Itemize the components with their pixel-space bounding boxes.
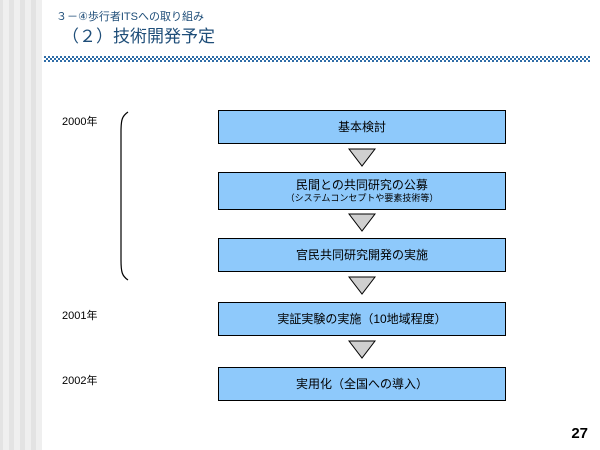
stripe-2: [14, 0, 20, 450]
down-triangle-arrow-4-icon: [348, 340, 376, 359]
page-number: 27: [571, 425, 588, 442]
down-triangle-arrow-1-icon: [348, 148, 376, 167]
header-block: ３－④歩行者ITSへの取り組み （２）技術開発予定: [44, 10, 592, 49]
stripe-4: [36, 0, 42, 450]
flow-step-4[interactable]: 実証実験の実施（10地域程度）: [218, 302, 506, 336]
down-triangle-arrow-3-icon: [348, 276, 376, 295]
flow-step-1-line1: 基本検討: [337, 119, 386, 134]
flow-step-2-line1: 民間との共同研究の公募: [296, 178, 428, 192]
flow-step-5-line1: 実用化（全国への導入）: [295, 376, 428, 391]
title-divider: [44, 56, 590, 62]
year-label-2000: 2000年: [62, 116, 98, 128]
year-2000-grouping-brace: [116, 110, 136, 282]
slide-subtitle: ３－④歩行者ITSへの取り組み: [56, 11, 204, 23]
left-stripe-band: [0, 0, 42, 450]
flow-step-4-line1: 実証実験の実施（10地域程度）: [277, 311, 447, 326]
stripe-3: [25, 0, 31, 450]
flow-step-1[interactable]: 基本検討: [218, 110, 506, 144]
flow-step-2-line2: （システムコンセプトや要素技術等）: [285, 193, 439, 203]
flow-step-3-line1: 官民共同研究開発の実施: [295, 247, 428, 262]
stripe-1: [3, 0, 9, 450]
flow-step-2[interactable]: 民間との共同研究の公募 （システムコンセプトや要素技術等）: [218, 172, 506, 210]
year-label-2002: 2002年: [62, 375, 98, 387]
year-label-2001: 2001年: [62, 310, 98, 322]
page-title: （２）技術開発予定: [62, 27, 215, 46]
flow-step-5[interactable]: 実用化（全国への導入）: [218, 367, 506, 401]
down-triangle-arrow-2-icon: [348, 213, 376, 232]
flow-step-3[interactable]: 官民共同研究開発の実施: [218, 238, 506, 272]
